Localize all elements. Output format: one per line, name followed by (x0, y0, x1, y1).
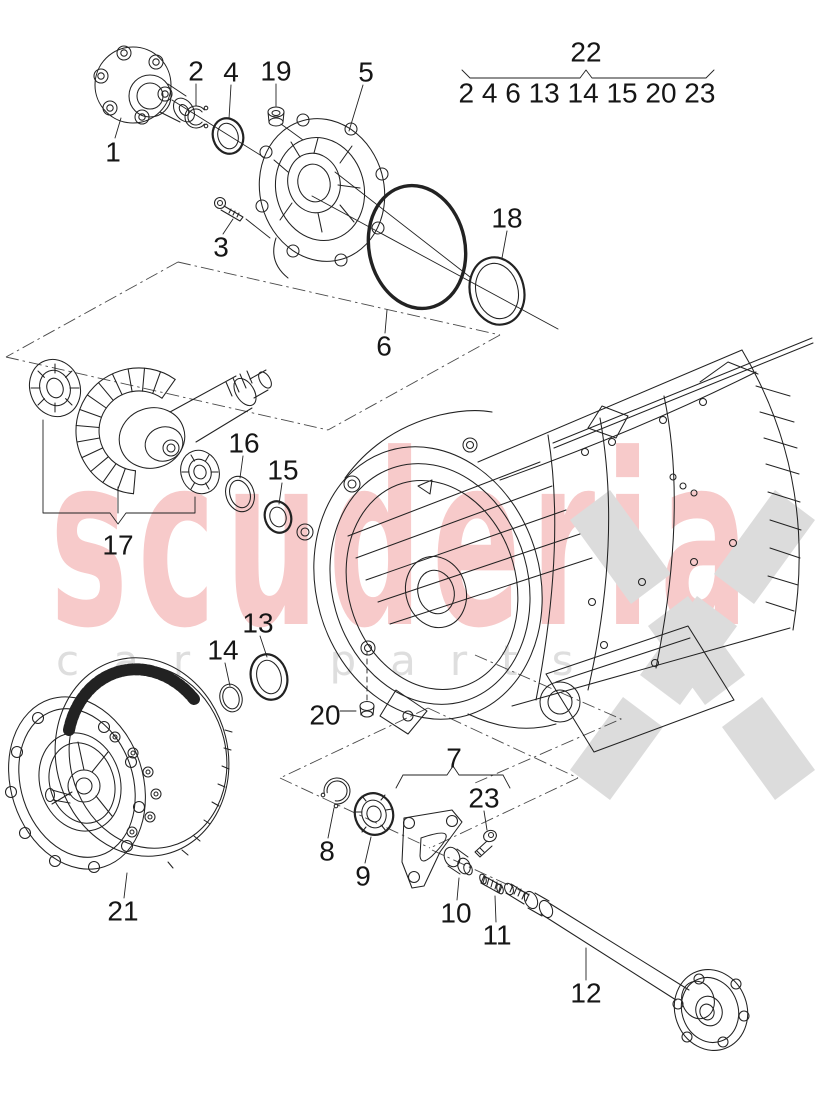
sleeve-part-10 (443, 846, 473, 876)
part-callout-2: 2 (188, 56, 204, 107)
drive-flange-part-1 (93, 45, 196, 125)
seal-part-15 (263, 500, 293, 534)
part-callout-18: 18 (491, 203, 523, 259)
part-callout-3: 3 (213, 218, 234, 263)
part-callout-19: 19 (260, 56, 292, 107)
part-callout-1: 1 (105, 117, 122, 168)
shim-part-16 (225, 475, 255, 513)
part-callout-6: 6 (376, 309, 392, 362)
part-number-label-23: 23 (468, 783, 499, 814)
part-number-label-6: 6 (376, 331, 392, 362)
part-callout-15: 15 (267, 455, 299, 505)
part-number-label-8: 8 (319, 836, 335, 867)
bearing-part-9 (353, 792, 395, 836)
part-callout-7: 7 (446, 743, 462, 774)
o-ring-part-6 (366, 183, 468, 311)
part-callout-5: 5 (348, 57, 374, 132)
seal-part-18 (468, 256, 526, 326)
part-number-label-19: 19 (260, 56, 291, 87)
watermark-logo-x (570, 490, 815, 800)
part-number-label-15: 15 (267, 455, 298, 486)
part-callout-12: 12 (570, 947, 602, 1009)
callout-leader-line-1 (114, 117, 122, 139)
part-number-label-21: 21 (107, 896, 138, 927)
part-callout-21: 21 (107, 872, 139, 927)
part-number-label-9: 9 (355, 861, 371, 892)
callout-leader-line-14 (224, 662, 231, 687)
callout-leader-line-15 (278, 482, 283, 505)
case-bolt-bosses (580, 397, 738, 668)
drive-shaft-part-12 (504, 882, 750, 1051)
kit-bracket-22: 2 4 6 13 14 15 20 23 (459, 69, 716, 109)
circlip-part-2 (184, 105, 209, 129)
bolt-part-3 (213, 196, 244, 222)
part-callout-23: 23 (468, 783, 500, 831)
callout-leader-line-4 (228, 84, 232, 120)
part-number-label-4: 4 (223, 57, 239, 88)
callout-leader-line-8 (327, 807, 335, 839)
part-number-label-14: 14 (207, 635, 238, 666)
torque-converter-part-21 (4, 657, 233, 874)
callout-leader-line-10 (456, 877, 460, 901)
callout-leader-line-16 (239, 455, 244, 479)
part-number-label-17: 17 (102, 530, 133, 561)
ring-part-14 (219, 683, 243, 713)
circlip-part-8 (320, 777, 351, 809)
callout-leader-line-9 (364, 836, 372, 864)
part-callout-17: 17 (102, 530, 133, 561)
callout-leader-line-23 (483, 810, 488, 831)
callout-leader-line-18 (501, 230, 508, 259)
part-number-label-20: 20 (309, 700, 340, 731)
bolt-part-23 (474, 829, 497, 858)
part-number-label-3: 3 (213, 232, 229, 263)
part-number-label-13: 13 (242, 608, 273, 639)
part-number-label-22: 22 (570, 37, 601, 68)
part-number-label-7: 7 (446, 743, 462, 774)
part-callout-13: 13 (242, 608, 274, 658)
seal-part-13 (249, 653, 289, 701)
part-number-label-2: 2 (188, 56, 204, 87)
seal-part-4 (211, 117, 245, 155)
callout-leader-line-6 (384, 309, 388, 334)
pinion-gear-part-17 (28, 358, 272, 525)
part-number-label-11: 11 (482, 920, 511, 951)
part-number-label-12: 12 (570, 978, 601, 1009)
part-number-label-16: 16 (228, 428, 259, 459)
callout-leader-line-5 (348, 84, 364, 132)
callout-leader-line-3 (222, 218, 234, 235)
part-callout-20: 20 (309, 700, 340, 731)
part-number-label-10: 10 (440, 898, 471, 929)
part-callout-8: 8 (319, 807, 335, 867)
kit-members-row: 2 4 6 13 14 15 20 23 (459, 78, 716, 109)
part-callout-4: 4 (223, 57, 239, 120)
part-callout-9: 9 (355, 836, 372, 892)
spring-part-11 (479, 873, 504, 895)
transmission-case-drawing (296, 337, 814, 753)
callout-leader-line-11 (494, 895, 497, 923)
part-callout-22: 22 (570, 37, 601, 68)
plug-part-20 (339, 700, 375, 718)
part-number-label-18: 18 (491, 203, 522, 234)
callout-leader-line-13 (259, 635, 268, 658)
part-callout-16: 16 (228, 428, 260, 479)
plug-part-19 (267, 106, 285, 127)
part-callout-14: 14 (207, 635, 239, 687)
part-callout-11: 11 (482, 895, 512, 951)
side-cover-part-5 (255, 113, 389, 279)
part-number-label-5: 5 (358, 57, 374, 88)
bracket-part-7 (395, 765, 511, 889)
part-number-label-1: 1 (105, 137, 121, 168)
callout-leader-line-21 (123, 872, 128, 899)
part-callout-10: 10 (440, 877, 472, 929)
